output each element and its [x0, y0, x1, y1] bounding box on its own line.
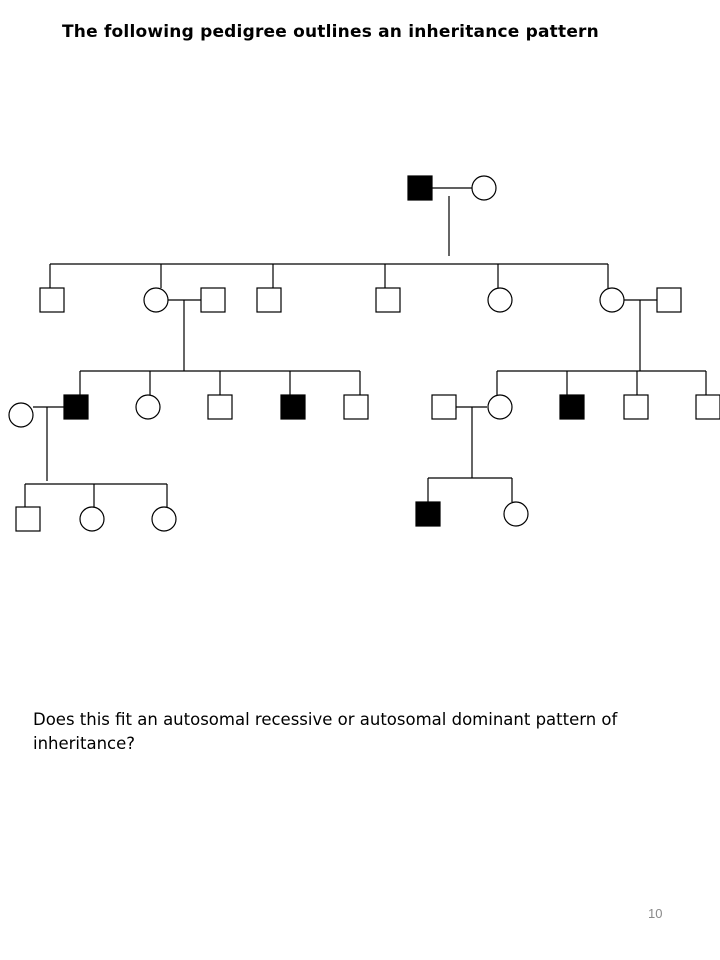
unaffected-male-III-8 [623, 394, 649, 420]
unaffected-female-II-6 [599, 287, 625, 313]
unaffected-female-IV-5 [503, 501, 529, 527]
unaffected-female-II-5 [487, 287, 513, 313]
unaffected-male-III-9 [695, 394, 720, 420]
unaffected-male-II-6-spouse [656, 287, 682, 313]
affected-male-I-1 [407, 175, 433, 201]
unaffected-male-III-6-spouse [431, 394, 457, 420]
unaffected-male-II-2-spouse [200, 287, 226, 313]
unaffected-male-II-1 [39, 287, 65, 313]
affected-male-IV-4 [415, 501, 441, 527]
unaffected-male-IV-1 [15, 506, 41, 532]
unaffected-female-III-6 [487, 394, 513, 420]
affected-male-III-7 [559, 394, 585, 420]
unaffected-female-II-2 [143, 287, 169, 313]
affected-male-III-1 [63, 394, 89, 420]
page-title: The following pedigree outlines an inher… [62, 22, 599, 42]
unaffected-female-IV-3 [151, 506, 177, 532]
unaffected-female-III-1-spouse [8, 402, 34, 428]
unaffected-female-III-2 [135, 394, 161, 420]
pedigree-lines [24, 187, 707, 507]
unaffected-male-II-4 [375, 287, 401, 313]
page-number: 10 [648, 906, 663, 921]
pedigree-individuals [8, 175, 720, 532]
unaffected-female-IV-2 [79, 506, 105, 532]
unaffected-female-I-2 [471, 175, 497, 201]
question-text: Does this fit an autosomal recessive or … [33, 710, 618, 753]
unaffected-male-III-3 [207, 394, 233, 420]
affected-male-III-4 [280, 394, 306, 420]
unaffected-male-III-5 [343, 394, 369, 420]
unaffected-male-II-3 [256, 287, 282, 313]
